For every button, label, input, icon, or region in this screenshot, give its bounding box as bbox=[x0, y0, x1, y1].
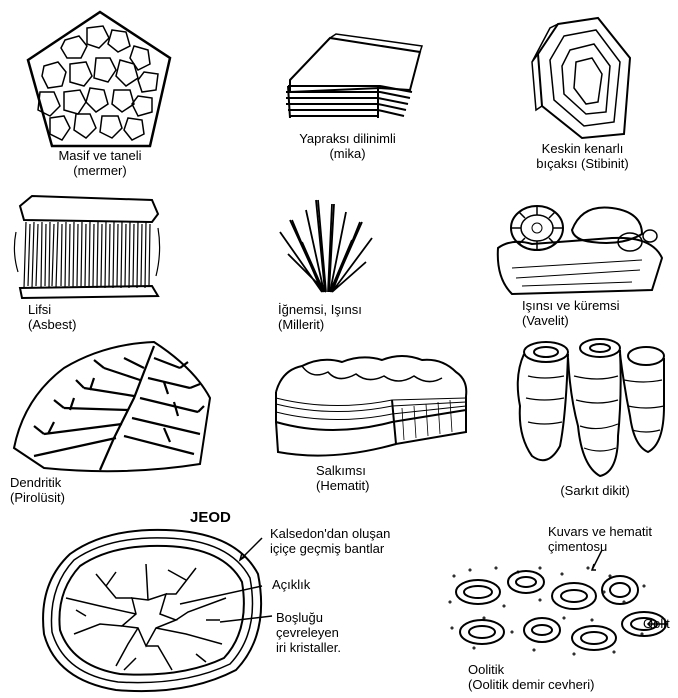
geode-opening-label: Açıklık bbox=[272, 577, 310, 592]
cement-label-line: Kuvars ve hematit bbox=[548, 524, 652, 539]
oolitic-caption-line: (Oolitik demir cevheri) bbox=[468, 677, 594, 692]
oolitic-cement-label: Kuvars ve hematit çimentosu bbox=[548, 524, 652, 554]
oolitic-caption: Oolitik (Oolitik demir cevheri) bbox=[468, 662, 594, 692]
crystals-label-line: çevreleyen bbox=[276, 625, 341, 640]
crystals-label-line: Boşluğu bbox=[276, 610, 341, 625]
geode-bands-label: Kalsedon'dan oluşan içiçe geçmiş bantlar bbox=[270, 526, 390, 556]
cement-label-line: çimentosu bbox=[548, 539, 652, 554]
bands-label-line: Kalsedon'dan oluşan bbox=[270, 526, 390, 541]
geode-crystals-label: Boşluğu çevreleyen iri kristaller. bbox=[276, 610, 341, 655]
oolitic-caption-line: Oolitik bbox=[468, 662, 594, 677]
oolitic-illustration bbox=[444, 562, 678, 662]
oolite-label: Oolit bbox=[643, 616, 670, 631]
bands-label-line: içiçe geçmiş bantlar bbox=[270, 541, 390, 556]
crystals-label-line: iri kristaller. bbox=[276, 640, 341, 655]
